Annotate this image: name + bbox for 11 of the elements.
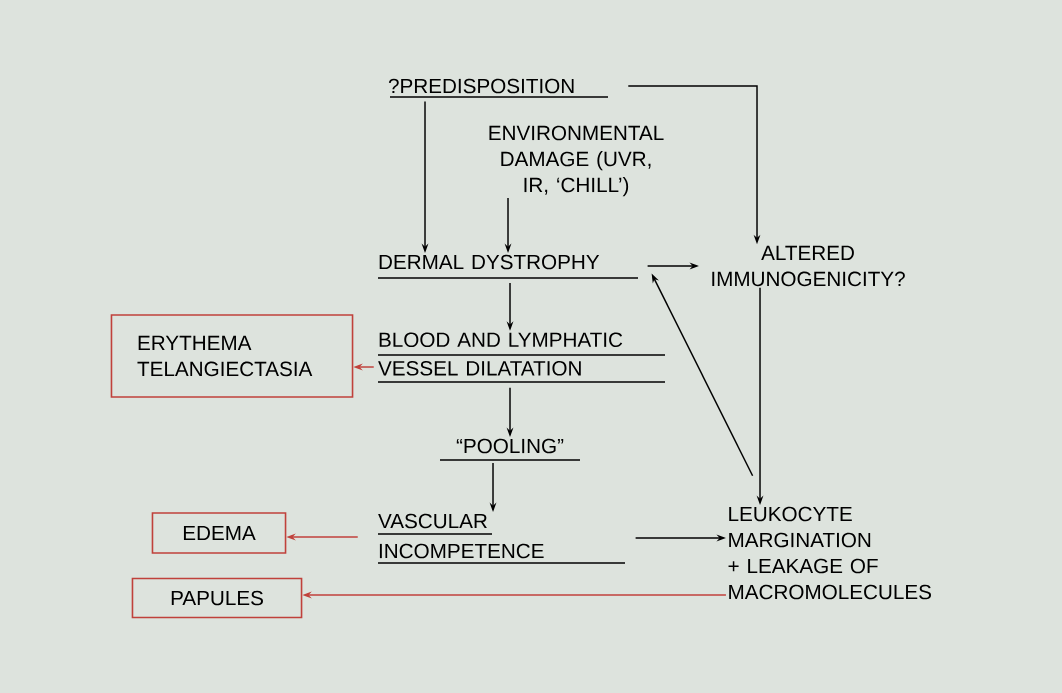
underlined-label: ?PREDISPOSITION bbox=[388, 78, 609, 98]
effect-box: PAPULES bbox=[131, 577, 303, 619]
label: ALTERED IMMUNOGENICITY? bbox=[712, 245, 905, 287]
underlined-label: “POOLING” bbox=[439, 438, 581, 461]
underlined-label: DERMAL DYSTROPHY bbox=[377, 254, 639, 279]
effect-box: ERYTHEMA TELANGIECTASIA bbox=[110, 314, 354, 398]
label: ENVIRONMENTAL DAMAGE (UVR, IR, ‘CHILL’) bbox=[489, 125, 664, 197]
underlined-label: VASCULAR INCOMPETENCE bbox=[377, 513, 626, 564]
effect-box: EDEMA bbox=[151, 512, 287, 554]
underlined-label: BLOOD AND LYMPHATIC VESSEL DILATATION bbox=[377, 332, 666, 383]
label: LEUKOCYTE MARGINATION + LEAKAGE OF MACROMOLECULES bbox=[728, 506, 931, 600]
